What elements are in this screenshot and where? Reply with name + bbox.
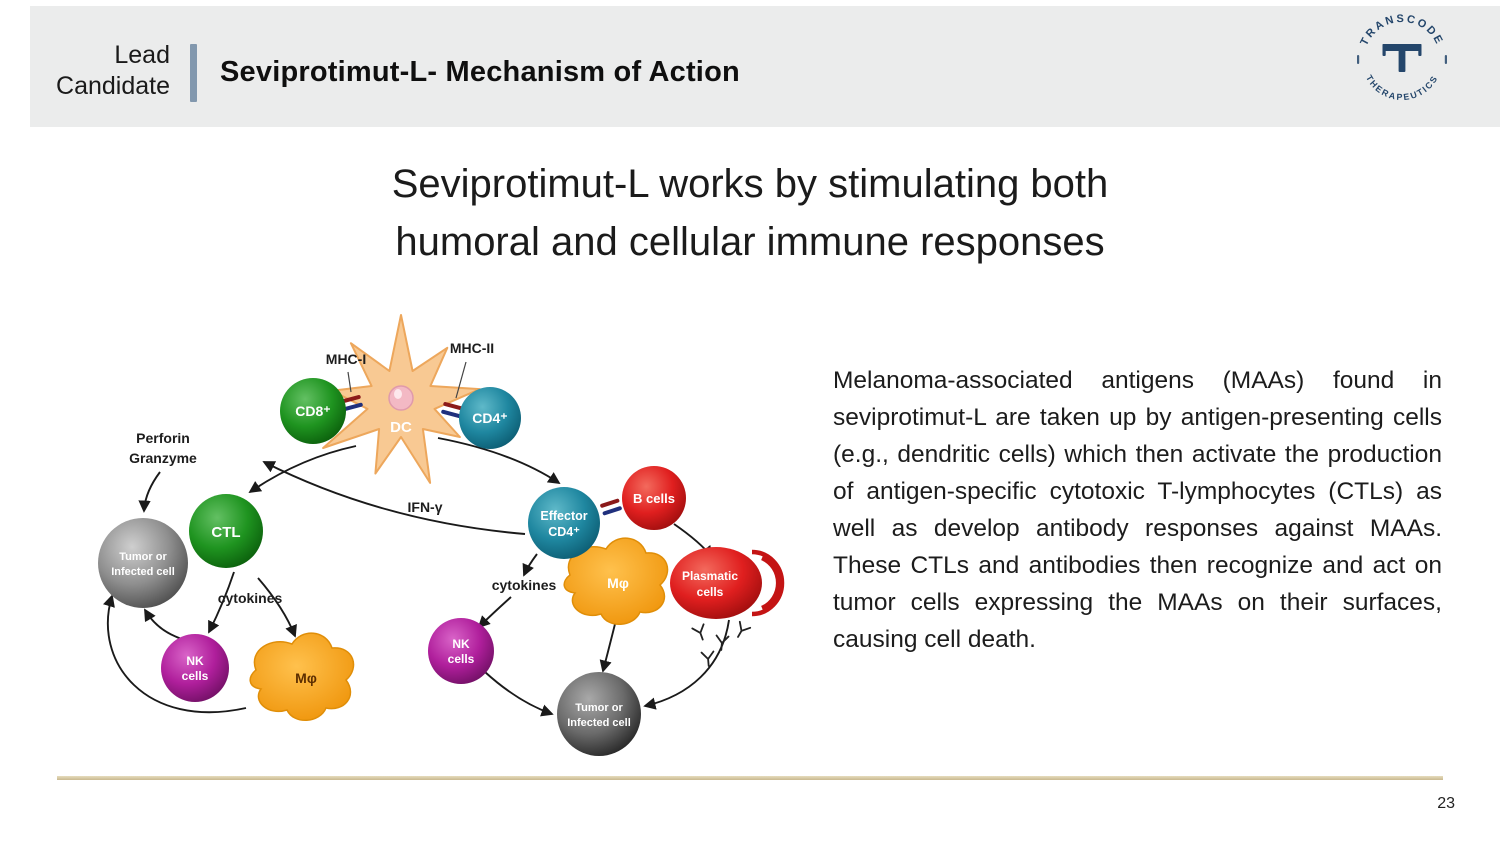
perforin-label: Perforin [136,430,190,446]
b-cells-label: B cells [633,491,675,506]
tumor-left-label-1: Tumor or [119,551,167,563]
plasmatic-label-2: cells [697,585,724,599]
tumor-cell-right: Tumor or Infected cell [557,672,641,756]
plasmatic-label-1: Plasmatic [682,569,738,583]
macrophage-left: Mφ [249,632,355,721]
cytokines-right-label: cytokines [492,577,557,593]
arrow-dc-to-ctl [248,445,357,494]
plasmatic-cells: Plasmatic cells [670,547,785,619]
arrow-perforin-to-tumor [138,471,161,513]
cd8-cell: CD8⁺ [280,378,346,444]
arrow-dc-to-effector [437,437,561,485]
transcode-logo-icon: TRANSCODE THERAPEUTICS [1357,13,1447,102]
mhc-ii-pointer-line [455,361,467,399]
cd8-label: CD8⁺ [295,403,330,419]
effector-label-2: CD4⁺ [548,525,580,539]
kicker-line-1: Lead [114,41,170,69]
ctl-label: CTL [211,524,240,541]
kicker-line-2: Candidate [56,72,170,100]
mhc-i-pointer-line [347,371,352,393]
b-cells: B cells [622,466,686,530]
nk-right-label-2: cells [448,652,475,666]
arrow-nk-to-tumor [144,608,186,641]
effector-cd4-cell: Effector CD4⁺ [528,487,600,559]
logo-t-glyph [1382,44,1422,72]
mechanism-diagram: DC Mφ [98,314,785,756]
nk-right-label-1: NK [452,637,470,651]
macrophage-right-label: Mφ [607,575,629,591]
nk-cell-left: NK cells [161,634,229,702]
arrow-plasmatic-to-tumor-right [643,619,730,710]
arrow-macrophage-to-tumor-right [599,623,616,673]
tumor-left-label-2: Infected cell [111,566,175,578]
logo-arc-top-text: TRANSCODE [1358,13,1445,48]
tumor-cell-left: Tumor or Infected cell [98,518,188,608]
header-divider [190,44,197,102]
nk-left-label-2: cells [182,669,209,683]
page-number: 23 [1437,795,1455,812]
arrow-ctl-to-macrophage [257,577,297,638]
nk-left-label-1: NK [186,654,204,668]
arrow-effector-to-cytokines [522,553,538,577]
headline: Seviprotimut-L works by stimulating both… [0,155,1500,271]
ctl-cell: CTL [189,494,263,568]
footer-rule [57,776,1443,780]
header-bar: Lead Candidate Seviprotimut-L- Mechanism… [30,6,1500,127]
dc-label: DC [390,419,412,436]
logo-side-dashes [1357,55,1447,64]
slide-title: Seviprotimut-L- Mechanism of Action [220,56,740,88]
cd4-cell: CD4⁺ [459,387,521,449]
tumor-right-label-1: Tumor or [575,702,623,714]
body-paragraph: Melanoma-associated antigens (MAAs) foun… [833,367,1442,653]
arrow-ctl-to-nk [208,571,235,634]
nk-cell-right: NK cells [428,618,494,684]
mhc-ii-connector [441,402,463,418]
mhc-i-label: MHC-I [326,351,366,367]
tumor-right-label-2: Infected cell [567,717,631,729]
effector-b-connector [600,498,622,516]
granzyme-label: Granzyme [129,450,197,466]
arrow-outer-loop-to-tumor [103,594,247,714]
cd4-label: CD4⁺ [472,410,507,426]
lead-candidate-label: Lead Candidate [30,40,170,102]
headline-line-1: Seviprotimut-L works by stimulating both [391,162,1109,206]
mhc-ii-label: MHC-II [450,340,494,356]
arrow-cytokines-to-nk-right [477,596,512,629]
logo-arc-bottom-text: THERAPEUTICS [1364,73,1440,102]
arrow-ifn-gamma [262,461,526,535]
dendritic-cell: DC [322,314,481,484]
antibody-icons [691,620,752,667]
effector-label-1: Effector [540,509,587,523]
headline-line-2: humoral and cellular immune responses [395,220,1105,264]
dc-nucleus [388,385,414,411]
ifn-gamma-label: IFN-γ [408,499,443,515]
cytokines-left-label: cytokines [218,590,283,606]
mhc-i-connector [341,395,363,411]
macrophage-right: Mφ [563,537,669,625]
macrophage-left-label: Mφ [295,670,317,686]
arrow-nk-right-to-tumor-right [484,671,554,717]
transcode-logo: TRANSCODE THERAPEUTICS [1346,2,1458,114]
